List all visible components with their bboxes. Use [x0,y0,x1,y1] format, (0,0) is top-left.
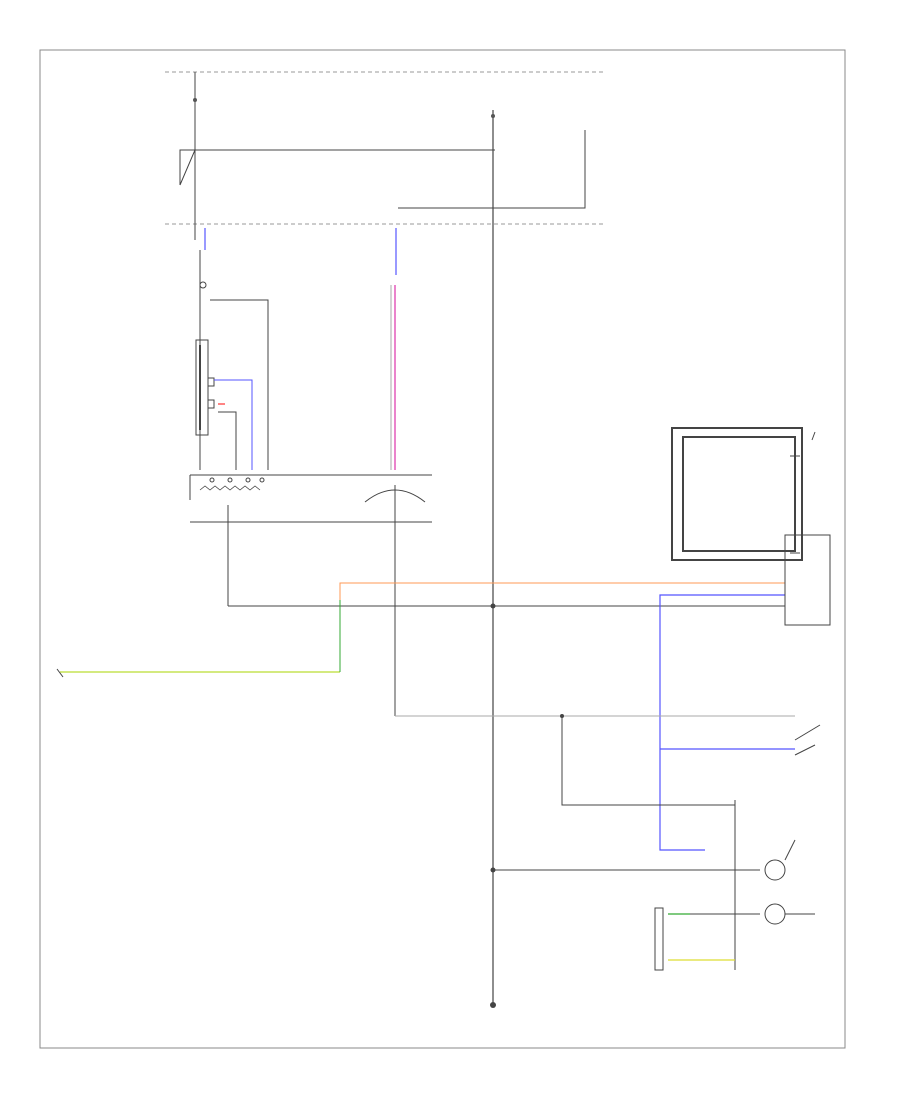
control-unit-outer [671,427,803,561]
climate-control-connector [784,534,831,626]
resistor-terminal-4 [259,477,265,483]
control-unit-switch-mark [811,431,816,441]
connector-dot-left [199,281,207,289]
indicator-lamp-icon [764,859,786,881]
resistor-coil [199,485,261,491]
pressure-switch-contact-2 [794,744,816,756]
resistor-terminal-2 [227,477,233,483]
diagram-border [39,49,846,1049]
ground-icon [490,1002,496,1008]
wire-switch-to-resistor-gray [218,411,237,470]
bus-junction [490,603,496,609]
relay-contact-symbol [179,149,196,186]
wire-pressure-loop [561,716,735,806]
indicator-switch-lead [784,839,796,861]
resistor-terminal-1 [209,477,215,483]
pressure-switch-contact [794,724,821,741]
illumination-lamp-icon [764,903,786,925]
resistor-terminal-3 [245,477,251,483]
fuse-terminal-main [491,114,495,118]
wire-blue-right [659,594,785,851]
fuse-terminal [193,98,197,102]
wire-switch-to-resistor-blue [214,379,253,470]
blower-switch-tab-1 [207,377,215,387]
control-unit-inner [682,436,796,552]
relay-coil-loop [493,130,586,209]
left-connector-tick [56,668,64,678]
dimmer-connector [654,907,664,971]
blower-switch-tab-2 [207,399,215,409]
indicator-junction [490,867,496,873]
wire-switch-to-resistor-black [210,299,269,470]
wire-orange [339,582,785,672]
blower-switch-body [195,339,209,436]
